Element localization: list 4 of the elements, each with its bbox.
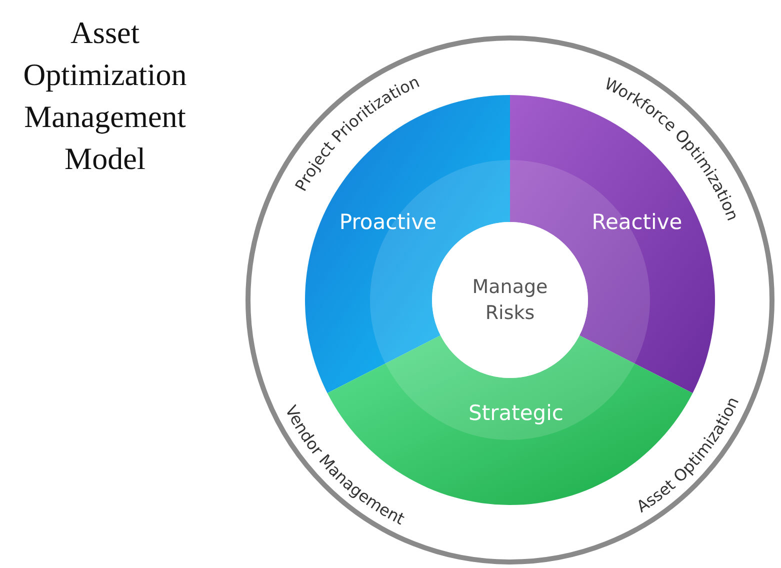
center-label: Manage Risks: [471, 275, 549, 326]
title: Asset Optimization Management Model: [22, 14, 188, 178]
segment-label: Proactive: [339, 210, 437, 234]
segment-label: Strategic: [468, 401, 564, 425]
